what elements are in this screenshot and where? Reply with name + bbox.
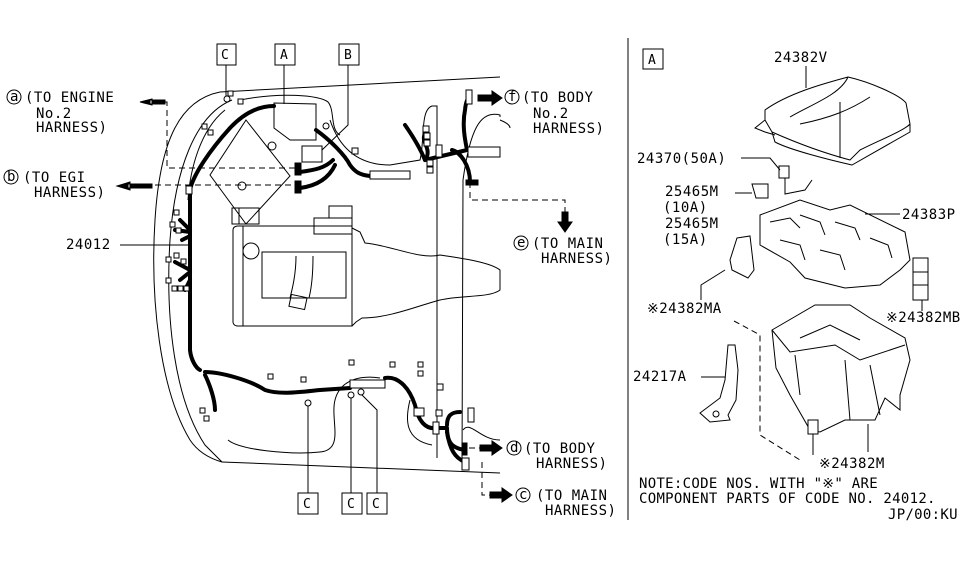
circled-letter-badge [504, 89, 520, 105]
svg-text:(TO BODY: (TO BODY [524, 441, 596, 457]
callout-box-c-bottom-1: C [297, 406, 319, 515]
diagram-code: JP/00:KU [888, 507, 958, 523]
part-label: 24383P [902, 207, 956, 223]
callout-box-c-bottom-3: C [361, 394, 388, 515]
note-line-1: NOTE:CODE NOS. WITH "※" ARE [639, 476, 878, 492]
callout-label: C [221, 48, 229, 63]
part-label: ※24382M [819, 456, 885, 472]
routing-dashes [155, 101, 566, 496]
circled-letter-badge [513, 235, 529, 251]
circled-letter-badge [515, 487, 531, 503]
svg-text:c: c [519, 487, 528, 503]
callout-box-c-bottom-2: C [341, 398, 363, 515]
insulator-ma: ※24382MA [647, 235, 755, 317]
engine-outline [231, 205, 501, 327]
part-label: ※24382MB [886, 310, 961, 326]
svg-text:HARNESS): HARNESS) [541, 251, 612, 267]
connection-d: d (TO BODY HARNESS) [506, 440, 607, 472]
lower-case: ※24382M [771, 304, 911, 472]
callout-label: C [347, 497, 355, 512]
connection-b: b (TO EGI HARNESS) [3, 169, 105, 201]
arrow-left-icon [115, 181, 153, 191]
fuse-relay-box-a [273, 102, 317, 141]
svg-text:(TO ENGINE: (TO ENGINE [25, 90, 114, 106]
connection-f: f (TO BODY No.2 HARNESS) [504, 89, 604, 137]
arrow-right-icon [479, 440, 503, 456]
insulator-mb: ※24382MB [886, 257, 961, 326]
arrow-right-icon [477, 90, 503, 106]
svg-text:HARNESS): HARNESS) [536, 456, 607, 472]
arrow-right-icon [489, 487, 513, 503]
main-harness [120, 96, 472, 464]
callout-label: B [344, 48, 352, 63]
svg-text:No.2: No.2 [533, 106, 569, 122]
part-label: 24217A [633, 369, 687, 385]
part-label: 24370(50A) [637, 151, 726, 167]
fuse-50a: 24370(50A) [637, 151, 790, 179]
callout-label: A [280, 48, 288, 63]
svg-text:HARNESS): HARNESS) [34, 185, 105, 201]
arrow-left-icon [139, 98, 166, 106]
connection-a: a (TO ENGINE No.2 HARNESS) [6, 89, 114, 136]
svg-text:HARNESS): HARNESS) [36, 120, 107, 136]
harness-connectors [165, 89, 501, 471]
note-line-2: COMPONENT PARTS OF CODE NO. 24012. [639, 491, 936, 507]
fuse-mini: 25465M (10A) 25465M (15A) [663, 183, 769, 248]
callout-box-b-top: B [321, 43, 360, 151]
part-label: (15A) [663, 232, 708, 248]
svg-text:(TO EGI: (TO EGI [23, 170, 86, 186]
part-label: ※24382MA [647, 301, 722, 317]
arrows [115, 90, 573, 503]
part-label: 25465M [665, 184, 719, 200]
callout-label: C [372, 497, 380, 512]
detail-a-box: A [642, 48, 664, 70]
circled-letter-badge [506, 440, 522, 456]
circled-letter-badge [3, 169, 19, 185]
svg-text:A: A [648, 53, 656, 68]
svg-text:No.2: No.2 [36, 106, 72, 122]
part-label: 25465M [665, 216, 719, 232]
svg-text:e: e [517, 235, 526, 251]
svg-text:(TO MAIN: (TO MAIN [536, 488, 607, 504]
circled-letter-badge [6, 89, 22, 105]
svg-text:f: f [508, 89, 517, 105]
svg-text:HARNESS): HARNESS) [533, 121, 604, 137]
svg-text:(TO BODY: (TO BODY [522, 90, 594, 106]
arrow-down-icon [557, 211, 573, 233]
fuse-box-cover: 24382V [754, 50, 911, 166]
svg-text:HARNESS): HARNESS) [545, 503, 616, 519]
callout-box-a-top: A [274, 43, 296, 104]
connection-c: c (TO MAIN HARNESS) [515, 487, 616, 519]
bracket: 24217A [633, 320, 801, 461]
svg-text:a: a [10, 89, 19, 105]
part-label-24012: 24012 [66, 237, 111, 253]
relay-block [301, 145, 323, 163]
connection-e: e (TO MAIN HARNESS) [513, 235, 612, 267]
svg-text:b: b [7, 169, 16, 185]
svg-text:d: d [510, 440, 519, 456]
callout-label: C [303, 497, 311, 512]
part-label: 24382V [774, 50, 828, 66]
part-label: (10A) [663, 200, 708, 216]
callout-box-c-top: C [216, 43, 237, 96]
body-grommet [467, 146, 501, 158]
fuse-block: 24383P [759, 178, 956, 289]
svg-text:(TO MAIN: (TO MAIN [532, 236, 603, 252]
relay-box-assembly [209, 102, 330, 225]
